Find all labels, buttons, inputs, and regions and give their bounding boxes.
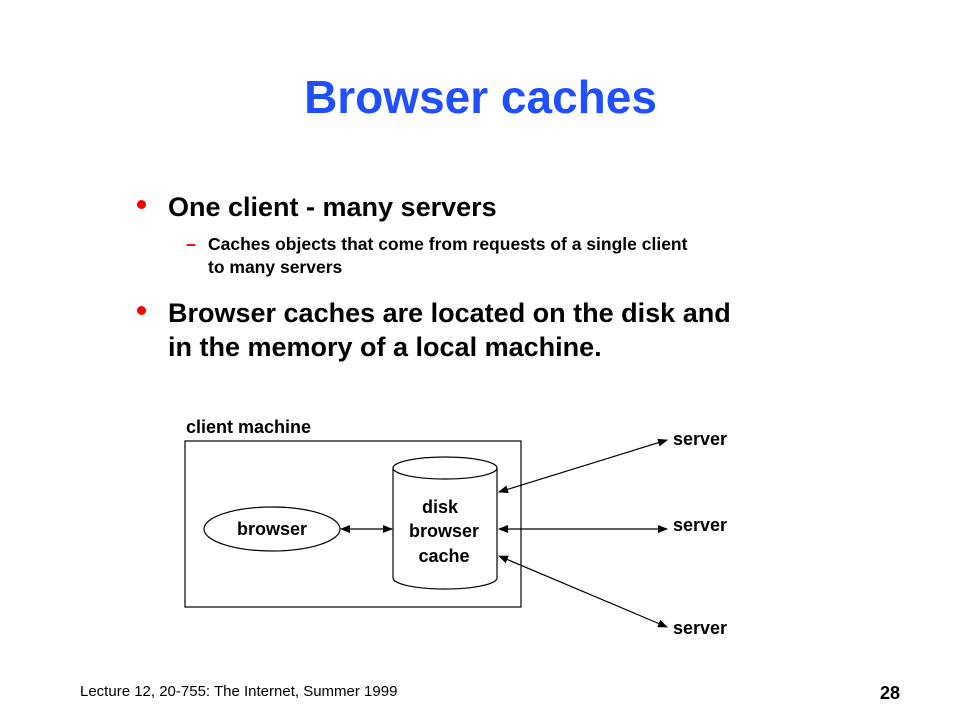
sub-bullet-line-2: to many servers <box>208 257 343 277</box>
bullet-1: One client - many servers <box>168 192 497 222</box>
server-label-2: server <box>673 515 727 535</box>
cache-label-disk: disk <box>422 497 459 517</box>
bullet-dot-2 <box>137 306 146 315</box>
footer-text: Lecture 12, 20-755: The Internet, Summer… <box>80 683 398 700</box>
bullet-dot-1 <box>137 200 146 209</box>
bullet-2-line-2: in the memory of a local machine. <box>168 332 602 362</box>
sub-bullet-line-1: Caches objects that come from requests o… <box>208 234 688 254</box>
server-label-1: server <box>673 429 727 449</box>
slide-title: Browser caches <box>304 71 657 123</box>
cache-server-arrow-3 <box>498 555 668 628</box>
bullet-2-line-1: Browser caches are located on the disk a… <box>168 298 731 328</box>
cache-label-browser: browser <box>409 521 479 541</box>
page-number: 28 <box>880 683 901 703</box>
server-label-3: server <box>673 618 727 638</box>
client-machine-box <box>184 440 522 608</box>
cache-server-arrow-1 <box>498 438 668 494</box>
cache-cylinder <box>392 456 498 590</box>
cache-label-cache: cache <box>418 546 469 566</box>
client-machine-label: client machine <box>186 417 311 437</box>
browser-label: browser <box>237 519 307 539</box>
sub-bullet-dash: – <box>186 234 197 254</box>
